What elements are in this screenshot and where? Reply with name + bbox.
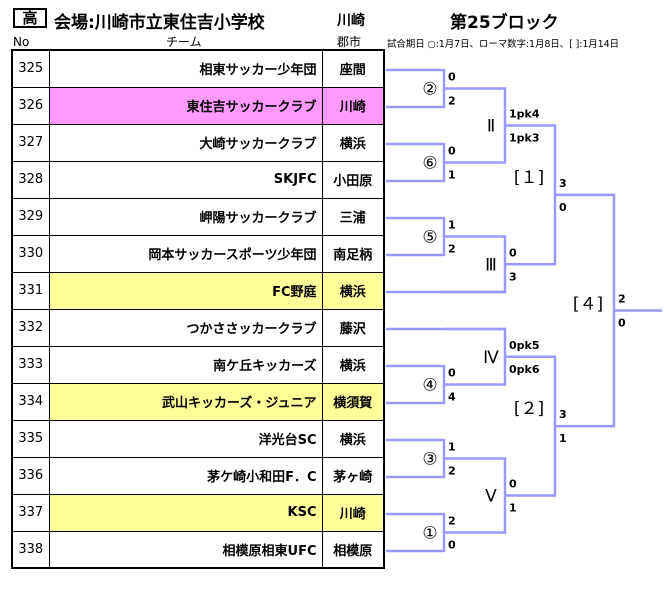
round1-score-top: 1 [448,441,456,454]
venue-city: 川崎 [337,13,365,29]
round3-score-top: 3 [559,177,567,190]
team-name: 大崎サッカークラブ [48,123,323,162]
round3-match-2-connector [505,355,557,497]
round1-score-bottom: 2 [448,465,456,478]
column-header-city: 郡市 [337,35,362,49]
team-city: 横浜 [321,123,385,162]
round3-label: [２] [514,399,544,419]
round1-label: ④ [422,376,437,396]
final-score-top: 2 [618,293,626,306]
team-city: 横浜 [321,345,385,384]
team-name: 相東サッカー少年団 [48,49,323,88]
column-header-no: No [13,35,30,49]
team-name: 東住吉サッカークラブ [48,86,323,125]
round1-score-bottom: 2 [448,243,456,256]
round3-score-top: 3 [559,408,567,421]
round1-score-bottom: 2 [448,95,456,108]
team-name: 相模原相東UFC [48,530,323,569]
team-city: 川崎 [321,493,385,532]
team-name: KSC [48,493,323,532]
team-city: 横浜 [321,271,385,310]
round2-label: Ⅲ [485,255,497,275]
team-city: 川崎 [321,86,385,125]
team-name: つかささッカークラブ [48,308,323,347]
round1-label: ② [422,80,437,100]
date-legend: 試合期日 ○:1月7日、ローマ数字:1月8日、[ ]:1月14日 [387,39,619,50]
round1-score-bottom: 4 [448,391,456,404]
round1-label: ⑤ [422,228,437,248]
team-number: 336 [11,456,50,495]
team-name: 岬陽サッカークラブ [48,197,323,236]
team-name: 武山キッカーズ・ジュニア [48,382,323,421]
round1-label: ③ [422,450,437,470]
round3-label: [１] [514,168,544,188]
team-number: 338 [11,530,50,569]
team-number: 325 [11,49,50,88]
team-city: 三浦 [321,197,385,236]
round2-score-top: 0 [509,478,517,491]
round1-score-bottom: 1 [448,169,456,182]
round3-match-1-connector [505,124,557,266]
team-name: SKJFC [48,160,323,199]
round1-label: ① [422,524,437,544]
round1-score-top: 0 [448,367,456,380]
round2-label: Ⅱ [487,117,495,137]
round3-score-bottom: 1 [559,432,567,445]
round2-score-bottom: 1 [509,502,517,515]
team-city: 横須賀 [321,382,385,421]
team-number: 337 [11,493,50,532]
round1-score-top: 2 [448,515,456,528]
team-city: 相模原 [321,530,385,569]
round1-score-bottom: 0 [448,539,456,552]
team-number: 328 [11,160,50,199]
final-score-bottom: 0 [618,317,626,330]
round2-score-bottom: 1pk3 [509,132,540,145]
team-name: 洋光台SC [48,419,323,458]
round1-score-top: 0 [448,145,456,158]
team-number: 333 [11,345,50,384]
team-city: 横浜 [321,419,385,458]
team-number: 330 [11,234,50,273]
round1-label: ⑥ [422,154,437,174]
grade-badge: 高 [13,8,47,28]
round2-label: Ⅴ [485,487,497,507]
round1-score-top: 0 [448,71,456,84]
block-title: 第25ブロック [450,13,559,33]
round2-label: Ⅳ [483,348,499,368]
team-name: 茅ケ崎小和田F．C [48,456,323,495]
round2-score-bottom: 3 [509,270,517,283]
round3-score-bottom: 0 [559,201,567,214]
team-number: 327 [11,123,50,162]
team-name: 岡本サッカースポーツ少年団 [48,234,323,273]
round1-score-top: 1 [448,219,456,232]
venue-title: 会場:川崎市立東住吉小学校 [54,13,265,33]
round2-score-top: 0pk5 [509,339,540,352]
final-label: [４] [573,295,603,315]
team-city: 座間 [321,49,385,88]
round2-score-top: 0 [509,246,517,259]
column-header-team: チーム [166,35,202,49]
round2-score-top: 1pk4 [509,108,540,121]
round2-score-bottom: 0pk6 [509,363,540,376]
